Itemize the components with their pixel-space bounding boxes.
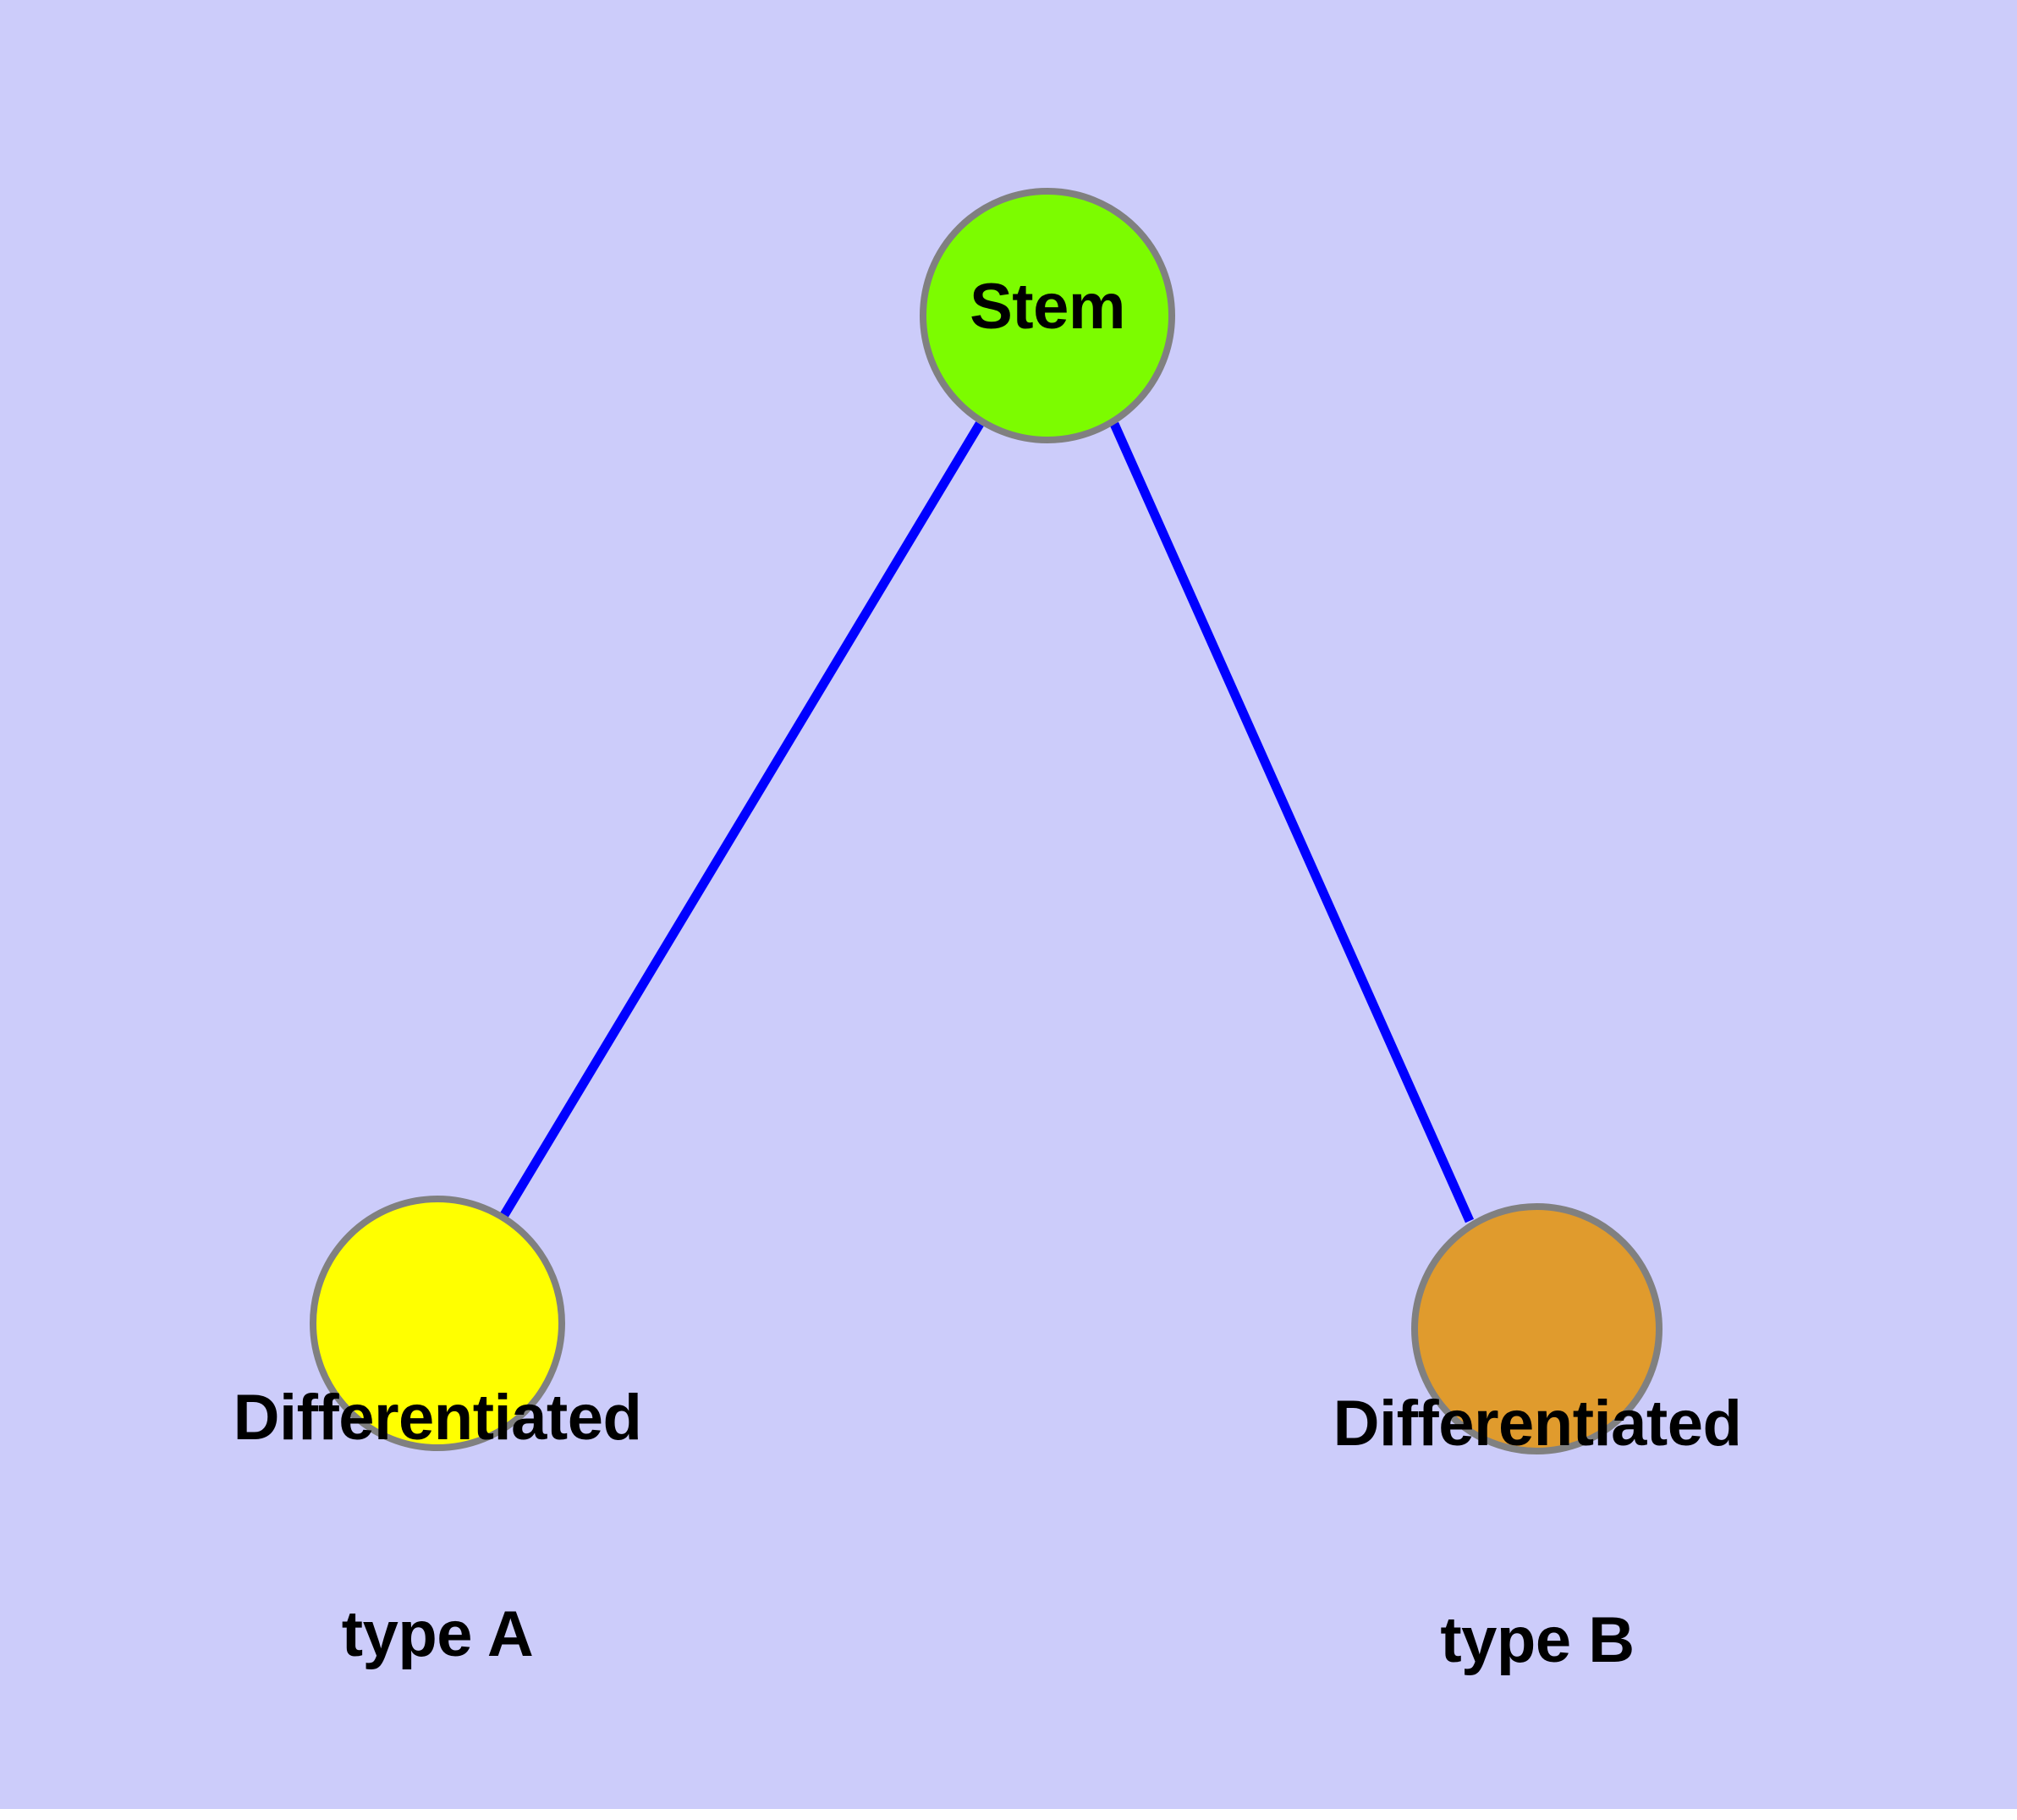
node-stem[interactable] <box>920 188 1175 443</box>
edge-stem-to-type-b[interactable] <box>1109 421 1475 1223</box>
node-type-b-label-line2: type B <box>1440 1603 1635 1676</box>
node-type-a-label-line2: type A <box>341 1597 534 1670</box>
edge-stem-to-type-a[interactable] <box>500 421 984 1218</box>
node-differentiated-type-a[interactable] <box>310 1196 565 1451</box>
node-differentiated-type-b[interactable] <box>1411 1203 1663 1454</box>
